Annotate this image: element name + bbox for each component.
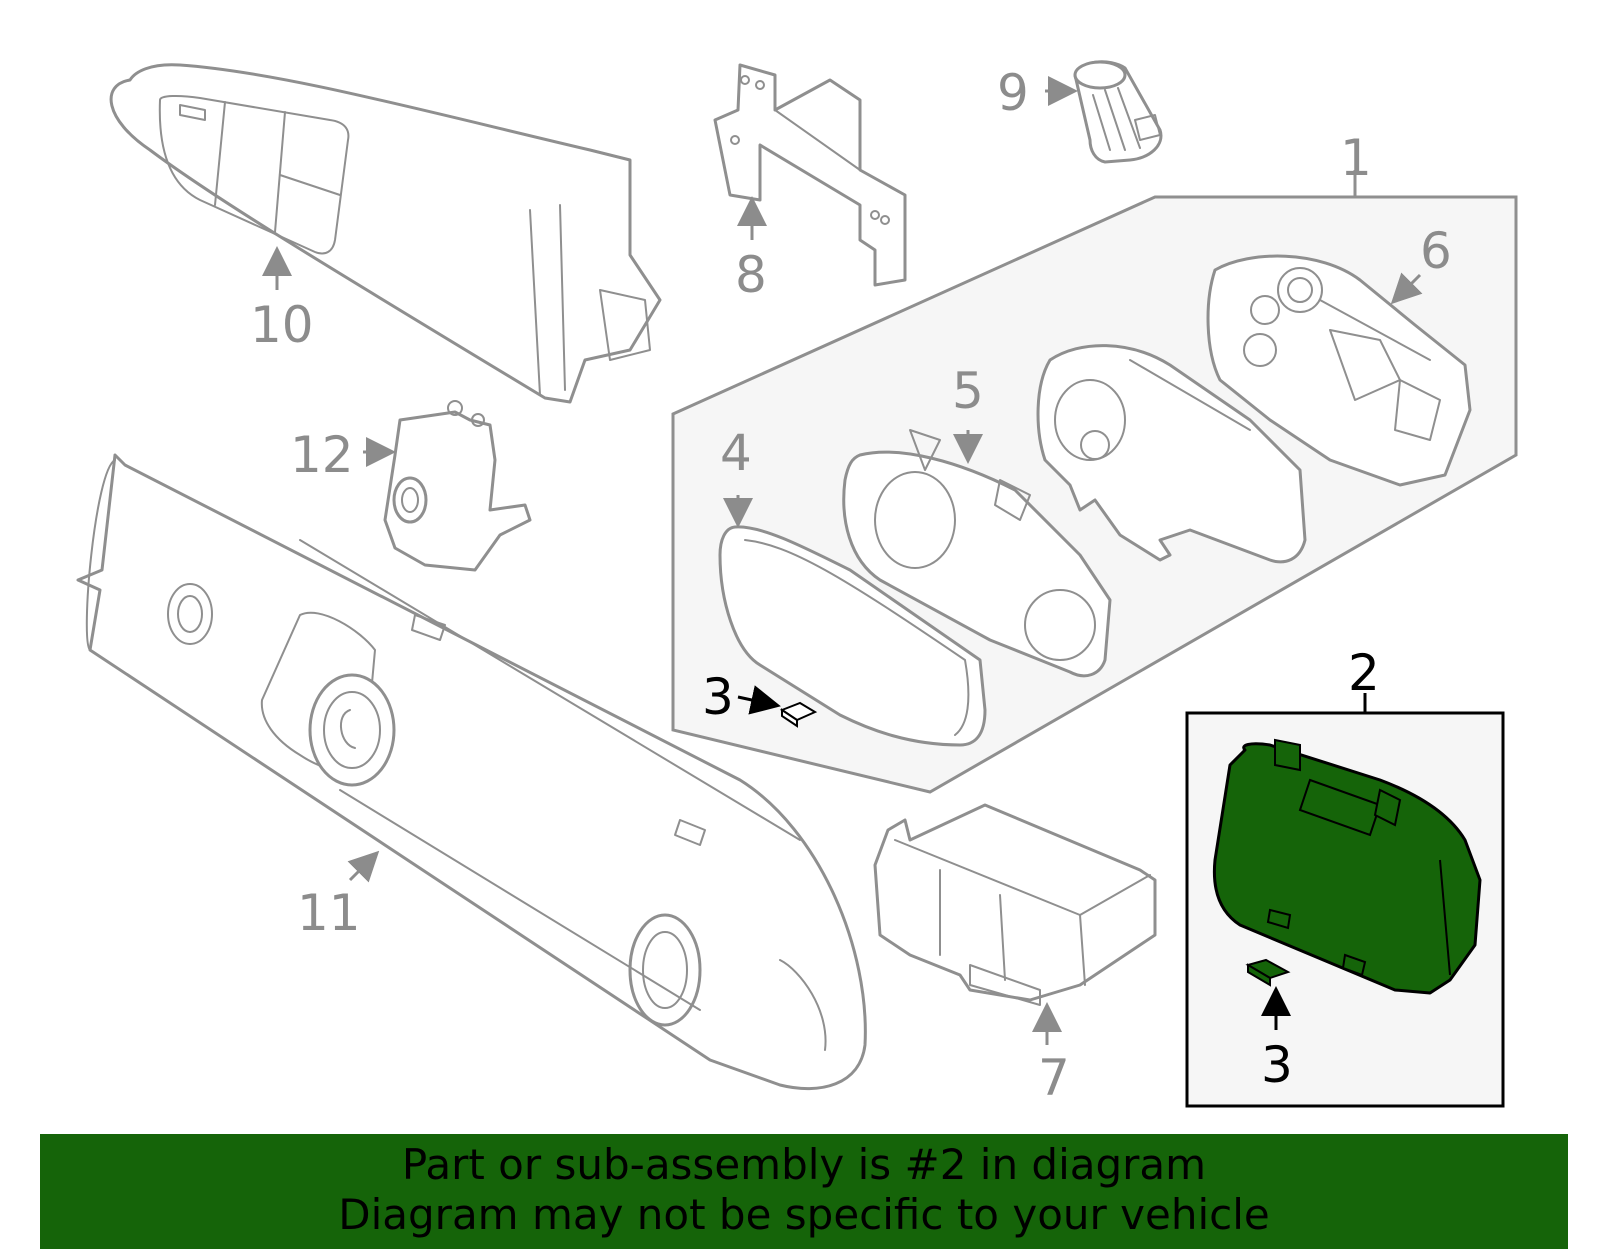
banner-line-2: Diagram may not be specific to your vehi… (338, 1190, 1270, 1239)
callout-8: 8 (735, 246, 767, 304)
callout-12: 12 (290, 426, 354, 484)
dial-plate (1036, 344, 1307, 564)
callout-4: 4 (720, 424, 752, 482)
part-7-cluster-housing (873, 803, 1157, 1006)
part-11-lower-trim-panel (76, 453, 867, 1091)
callout-1: 1 (1340, 129, 1372, 187)
part-6-rear-case (1206, 254, 1472, 487)
part-10-upper-trim-panel (109, 63, 662, 404)
callout-11: 11 (297, 884, 361, 942)
part-2-instrument-cluster (1212, 738, 1482, 995)
part-3-clip-group2 (1245, 958, 1291, 987)
part-12-switch-module (383, 400, 532, 572)
notice-banner: Part or sub-assembly is #2 in diagram Di… (40, 1134, 1568, 1249)
callout-9: 9 (997, 64, 1029, 122)
part-4-bezel (718, 525, 987, 747)
part-5-lens-housing (842, 429, 1112, 678)
callout-3-group2: 3 (1261, 1036, 1293, 1094)
callout-6: 6 (1420, 222, 1452, 280)
part-3-clip-group1 (779, 701, 818, 728)
callout-7: 7 (1038, 1049, 1070, 1107)
banner-line-1: Part or sub-assembly is #2 in diagram (401, 1140, 1207, 1189)
part-8-bracket (713, 63, 907, 287)
leader-arrows (262, 76, 1423, 1045)
callout-3-group1: 3 (702, 668, 734, 726)
callout-2: 2 (1348, 644, 1380, 702)
callout-5: 5 (952, 362, 984, 420)
callout-10: 10 (250, 296, 314, 354)
part-9-knob (1073, 60, 1163, 164)
callout-labels: 1 2 3 3 4 5 6 7 8 9 10 11 12 (250, 64, 1452, 1107)
